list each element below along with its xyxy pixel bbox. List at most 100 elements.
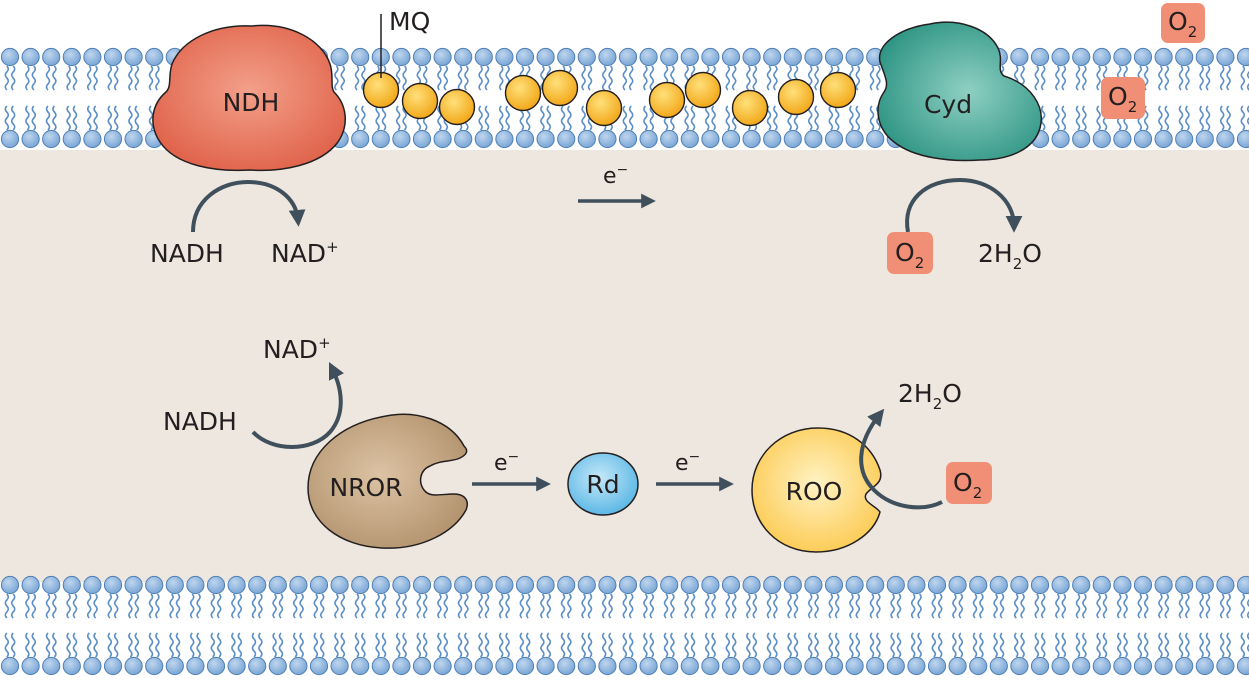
lipid-tail (628, 632, 634, 658)
lipid-tail (958, 593, 964, 619)
lipid-tail (148, 632, 154, 658)
lipid-head (1216, 656, 1235, 676)
o2-subscript: 2 (915, 254, 925, 272)
lipid-tail (608, 65, 613, 91)
lipid-head (62, 47, 81, 67)
electron-superscript: − (508, 449, 520, 465)
lipid-head (495, 575, 514, 595)
lipid-tail (690, 593, 696, 619)
lipid-head (577, 575, 596, 595)
lipid-tail (787, 593, 792, 619)
lipid-tail (849, 593, 854, 619)
lipid-head (42, 47, 61, 67)
lipid-tail (1199, 632, 1204, 658)
lipid-tail (1178, 632, 1184, 658)
lipid-head (1113, 129, 1132, 149)
lipid-head (969, 575, 988, 595)
lipid-tail (684, 105, 689, 131)
lipid-head (145, 575, 164, 595)
lipid-tail (876, 65, 881, 91)
lipid-head (186, 575, 205, 595)
rd-label: Rd (586, 470, 619, 499)
lipid-head (371, 575, 390, 595)
lipid-tail (237, 632, 243, 658)
lipid-tail (437, 65, 442, 91)
lipid-tail (334, 593, 339, 619)
lipid-head (515, 575, 535, 595)
ndh-reaction-arrow (191, 179, 306, 233)
electron-text: e (603, 164, 617, 189)
lipid-tail (628, 65, 634, 91)
lipid-tail (498, 632, 504, 658)
lipid-head (83, 575, 102, 595)
lipid-tail (1055, 632, 1060, 658)
lipid-tail (189, 632, 195, 658)
nad-text: NAD (263, 335, 318, 364)
lipid-tail (361, 65, 366, 91)
lipid-tail (86, 105, 92, 131)
water-subscript: 2 (933, 395, 943, 413)
lipid-tail (711, 632, 716, 658)
lipid-tail (361, 105, 366, 131)
mq-label: MQ (389, 7, 430, 36)
lipid-head (598, 575, 617, 595)
lipid-head (639, 656, 658, 676)
lipid-head (248, 656, 267, 676)
lipid-tail (1075, 593, 1081, 619)
lipid-tail (601, 65, 607, 91)
lipid-head (495, 47, 514, 67)
lipid-head (454, 575, 473, 595)
lipid-head (474, 656, 493, 676)
lipid-tail (1246, 594, 1249, 619)
lipid-head (495, 656, 514, 676)
lipid-tail (478, 632, 483, 658)
lipid-head (165, 575, 184, 595)
lipid-tail (1219, 593, 1225, 619)
lipid-tail (540, 65, 545, 91)
lipid-head (392, 656, 411, 676)
lipid-tail (1240, 65, 1246, 91)
lipid-tail (210, 593, 216, 619)
lipid-tail (1040, 65, 1046, 91)
lipid-head (1133, 656, 1153, 676)
lipid-tail (340, 593, 346, 619)
lipid-tail (917, 593, 922, 619)
lipid-tail (1075, 632, 1081, 658)
lipid-tail (787, 632, 792, 658)
lipid-head (660, 656, 679, 676)
lipid-tail (560, 593, 566, 619)
lipid-tail (849, 632, 854, 658)
lipid-tail (354, 593, 360, 619)
lipid-head (845, 575, 864, 595)
lipid-tail (457, 593, 463, 619)
lipid-head (248, 575, 267, 595)
lipid-tail (649, 65, 655, 91)
lipid-head (618, 575, 638, 595)
lipid-tail (1199, 105, 1204, 131)
lipid-tail (498, 105, 504, 131)
lipid-tail (395, 632, 401, 658)
lipid-head (330, 656, 349, 676)
lipid-tail (746, 593, 751, 619)
lipid-tail (1219, 65, 1225, 91)
lipid-head (989, 656, 1008, 676)
lipid-head (1051, 47, 1070, 67)
lipid-head (557, 656, 576, 676)
lipid-tail (1199, 593, 1204, 619)
lipid-head (577, 129, 596, 149)
lipid-head (412, 129, 432, 149)
lipid-head (763, 129, 782, 149)
lipid-head (701, 47, 720, 67)
lipid-head (536, 129, 555, 149)
lipid-tail (1116, 632, 1122, 658)
lipid-tail (66, 105, 71, 131)
lipid-tail (484, 65, 490, 91)
lipid-head (103, 575, 123, 595)
lipid-tail (251, 632, 257, 658)
lipid-tail (519, 593, 525, 619)
nror-reaction-arrow (251, 361, 345, 449)
lipid-tail (1123, 593, 1128, 619)
lipid-head (618, 129, 638, 149)
lipid-tail (498, 593, 504, 619)
lipid-head (1030, 575, 1050, 595)
